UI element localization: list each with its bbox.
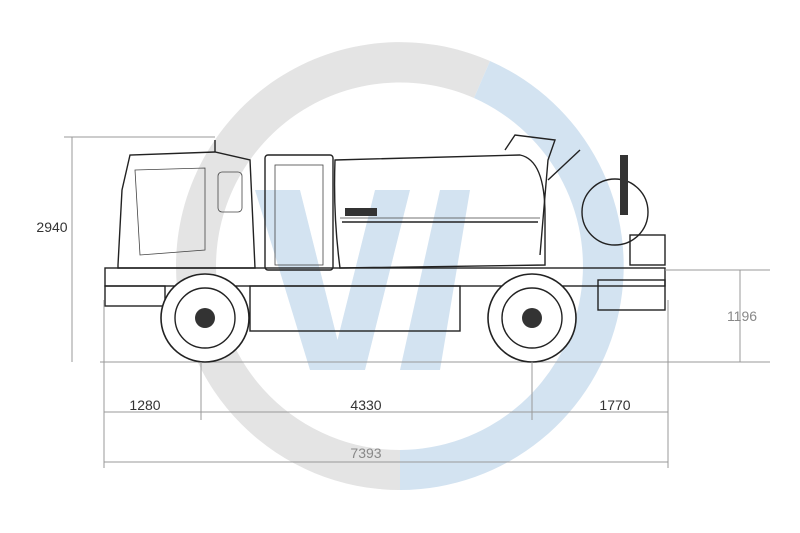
rear-wheel (487, 273, 577, 363)
hose-reel (581, 178, 649, 246)
cab-door-window (134, 167, 206, 256)
boom-arm (504, 134, 556, 256)
front-wheel (160, 273, 250, 363)
length-dimensions: 1280 4330 1770 7393 (103, 300, 669, 468)
front-overhang-label: 1280 (129, 397, 160, 413)
watermark-logo (176, 42, 624, 490)
overall-length-label: 7393 (350, 445, 381, 461)
truck-outline (104, 134, 666, 363)
wheelbase-label: 4330 (350, 397, 381, 413)
frame-height-dimension: 1196 (665, 269, 770, 363)
cab-window (217, 171, 243, 213)
pump-assembly (249, 285, 461, 332)
frame-height-label: 1196 (727, 308, 757, 324)
height-dimension: 2940 (36, 136, 215, 362)
equipment-cabinet (264, 154, 334, 271)
toolbox (597, 279, 666, 311)
rear-overhang-label: 1770 (599, 397, 630, 413)
overall-height-label: 2940 (36, 219, 67, 235)
tank (333, 154, 546, 269)
